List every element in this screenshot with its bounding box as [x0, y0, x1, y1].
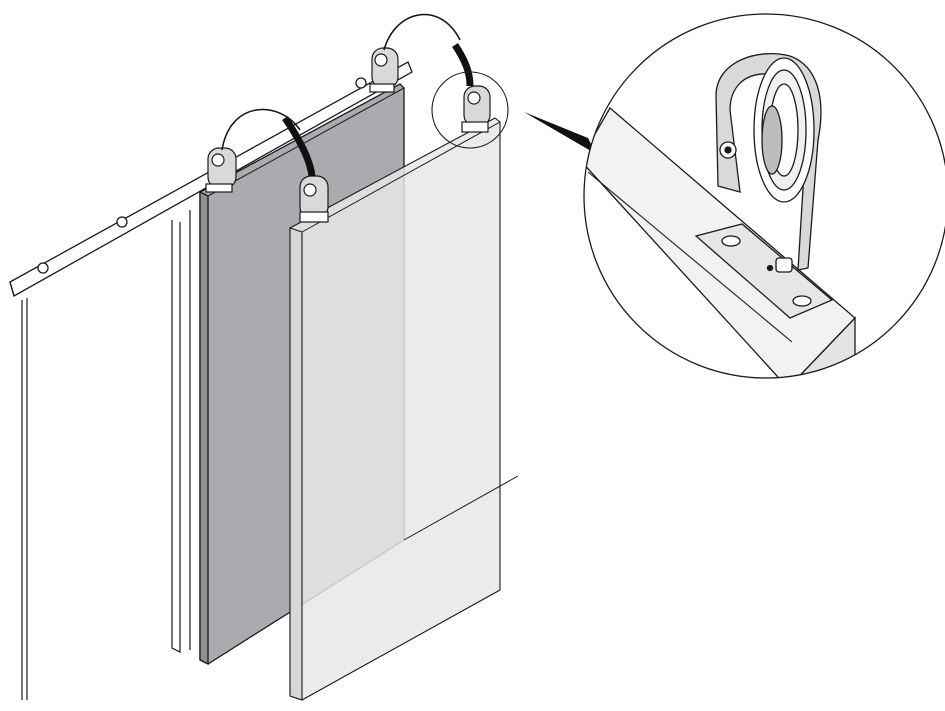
hanger-strap: [715, 52, 822, 271]
screw: [721, 235, 741, 247]
rail-bolt: [355, 77, 367, 89]
roller-hanger: [461, 85, 491, 133]
wall-frame: [21, 210, 191, 700]
roller-hanger: [369, 47, 399, 93]
detail-callout: [583, 13, 945, 379]
rail-bolt: [37, 262, 49, 274]
mounting-plate: [694, 223, 834, 319]
stop-block: [775, 257, 793, 273]
callout-pointer: [524, 112, 596, 154]
detail-marker-circle: [431, 71, 509, 149]
motion-arrow: [221, 13, 474, 177]
screw: [792, 295, 812, 307]
rail-bolt: [116, 216, 128, 228]
roller-hanger: [205, 147, 237, 193]
door-panel-front: [289, 117, 519, 701]
roller-hanger: [299, 175, 329, 223]
